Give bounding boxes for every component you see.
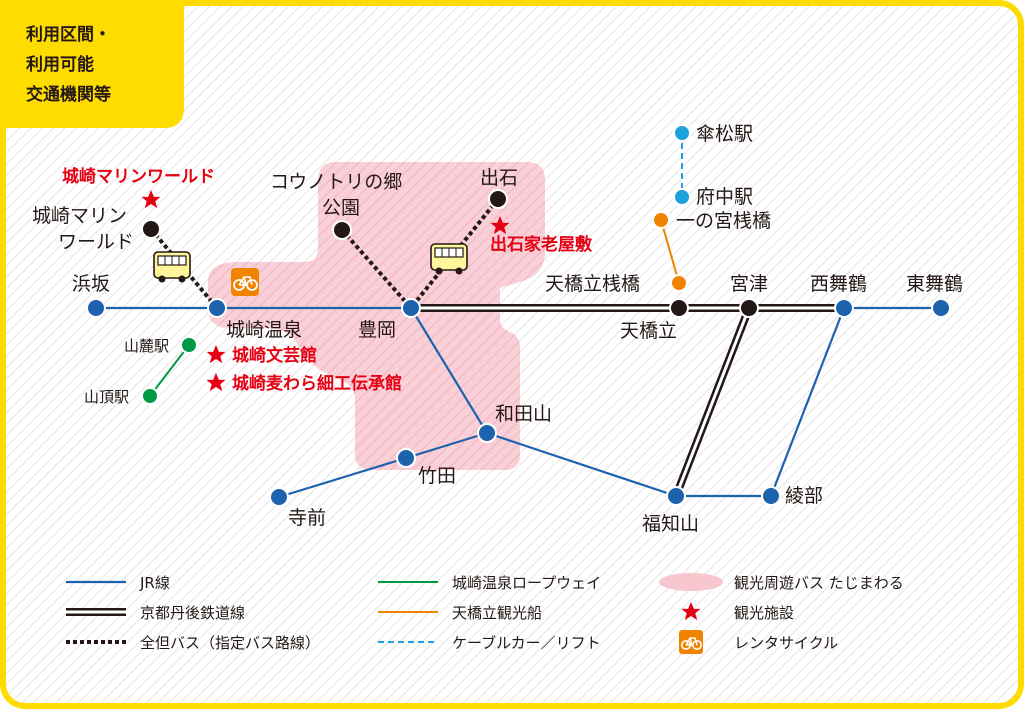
label-miyazu: 宮津 [730, 273, 768, 295]
label-toyooka: 豊岡 [358, 319, 396, 341]
station-ayabe[interactable] [761, 486, 781, 506]
station-miyazu[interactable] [739, 298, 759, 318]
stations [86, 124, 951, 507]
station-fuchu[interactable] [673, 188, 691, 206]
bicycle-icon [231, 268, 259, 296]
legend-cable: ケーブルカー／リフト [452, 634, 601, 652]
station-wadayama[interactable] [477, 423, 497, 443]
legend-bus: 全但バス（指定バス路線） [140, 634, 320, 652]
legend-ropeway: 城崎温泉ロープウェイ [452, 574, 601, 592]
poi-marine-world: 城崎マリンワールド [62, 166, 215, 187]
legend-facility: 観光施設 [734, 604, 794, 622]
station-sancho[interactable] [141, 387, 159, 405]
legend-tourbus: 観光周遊バス たじまわる [734, 574, 904, 592]
label-amanohashidate-sanbashi: 天橋立桟橋 [545, 273, 640, 295]
stop-marine-world[interactable] [141, 219, 161, 239]
label-teramae: 寺前 [288, 507, 326, 529]
station-sanroku[interactable] [180, 336, 198, 354]
station-kasamatsu[interactable] [673, 124, 691, 142]
header-line-3: 交通機関等 [26, 84, 111, 105]
label-fuchu: 府中駅 [696, 186, 753, 208]
bicycle-icon [679, 630, 703, 654]
station-toyooka[interactable] [401, 298, 421, 318]
legend-boat: 天橋立観光船 [452, 604, 542, 622]
station-higashi-maizuru[interactable] [931, 298, 951, 318]
station-hamasaka[interactable] [86, 298, 106, 318]
label-kounotori-1: コウノトリの郷 [270, 171, 402, 193]
jr-lines [96, 306, 941, 499]
station-takeda[interactable] [396, 448, 416, 468]
label-kasamatsu: 傘松駅 [696, 123, 753, 145]
header-line-2: 利用可能 [26, 54, 94, 75]
label-higashi-maizuru: 東舞鶴 [906, 273, 963, 295]
station-fukuchiyama[interactable] [666, 486, 686, 506]
label-marine-world-stop-1: 城崎マリン [32, 205, 127, 227]
legend-cycle: レンタサイクル [734, 634, 838, 652]
legend: JR線 京都丹後鉄道線 全但バス（指定バス路線） 城崎温泉ロープウェイ 天橋立観… [66, 573, 904, 654]
header-tab [0, 0, 184, 128]
label-sancho: 山頂駅 [84, 388, 129, 406]
label-nishi-maizuru: 西舞鶴 [810, 273, 867, 295]
station-kinosaki-onsen[interactable] [207, 298, 227, 318]
header-line-1: 利用区間・ [26, 24, 111, 45]
label-marine-world-stop-2: ワールド [58, 231, 134, 253]
poi-bungeikan: 城崎文芸館 [232, 345, 317, 366]
bus-icon [430, 243, 468, 276]
label-amanohashidate: 天橋立 [620, 320, 677, 342]
label-izushi: 出石 [480, 167, 518, 189]
label-kounotori-2: 公園 [322, 197, 360, 219]
bus-icon [153, 251, 191, 284]
stop-izushi[interactable] [488, 189, 508, 209]
label-sanroku: 山麓駅 [124, 337, 169, 355]
label-hamasaka: 浜坂 [72, 273, 110, 295]
legend-tango: 京都丹後鉄道線 [140, 604, 245, 622]
poi-izushi-karoyashiki: 出石家老屋敷 [490, 234, 593, 255]
legend-jr: JR線 [139, 574, 170, 592]
stop-kounotori[interactable] [332, 220, 352, 240]
label-ichinomiya-sanbashi: 一の宮桟橋 [676, 210, 771, 232]
poi-mugiwara: 城崎麦わら細工伝承館 [232, 373, 402, 394]
label-kinosaki-onsen: 城崎温泉 [226, 319, 302, 341]
label-fukuchiyama: 福知山 [642, 513, 699, 535]
pier-ichinomiya[interactable] [652, 211, 670, 229]
tourbus-area [208, 162, 545, 470]
label-takeda: 竹田 [418, 465, 456, 487]
ropeway-line [149, 344, 190, 397]
pier-amanohashidate[interactable] [670, 274, 688, 292]
station-amanohashidate[interactable] [669, 298, 689, 318]
station-teramae[interactable] [269, 487, 289, 507]
label-ayabe: 綾部 [785, 485, 823, 507]
tango-railway [411, 304, 844, 498]
boat-line [660, 219, 680, 284]
label-wadayama: 和田山 [495, 403, 552, 425]
station-nishi-maizuru[interactable] [834, 298, 854, 318]
